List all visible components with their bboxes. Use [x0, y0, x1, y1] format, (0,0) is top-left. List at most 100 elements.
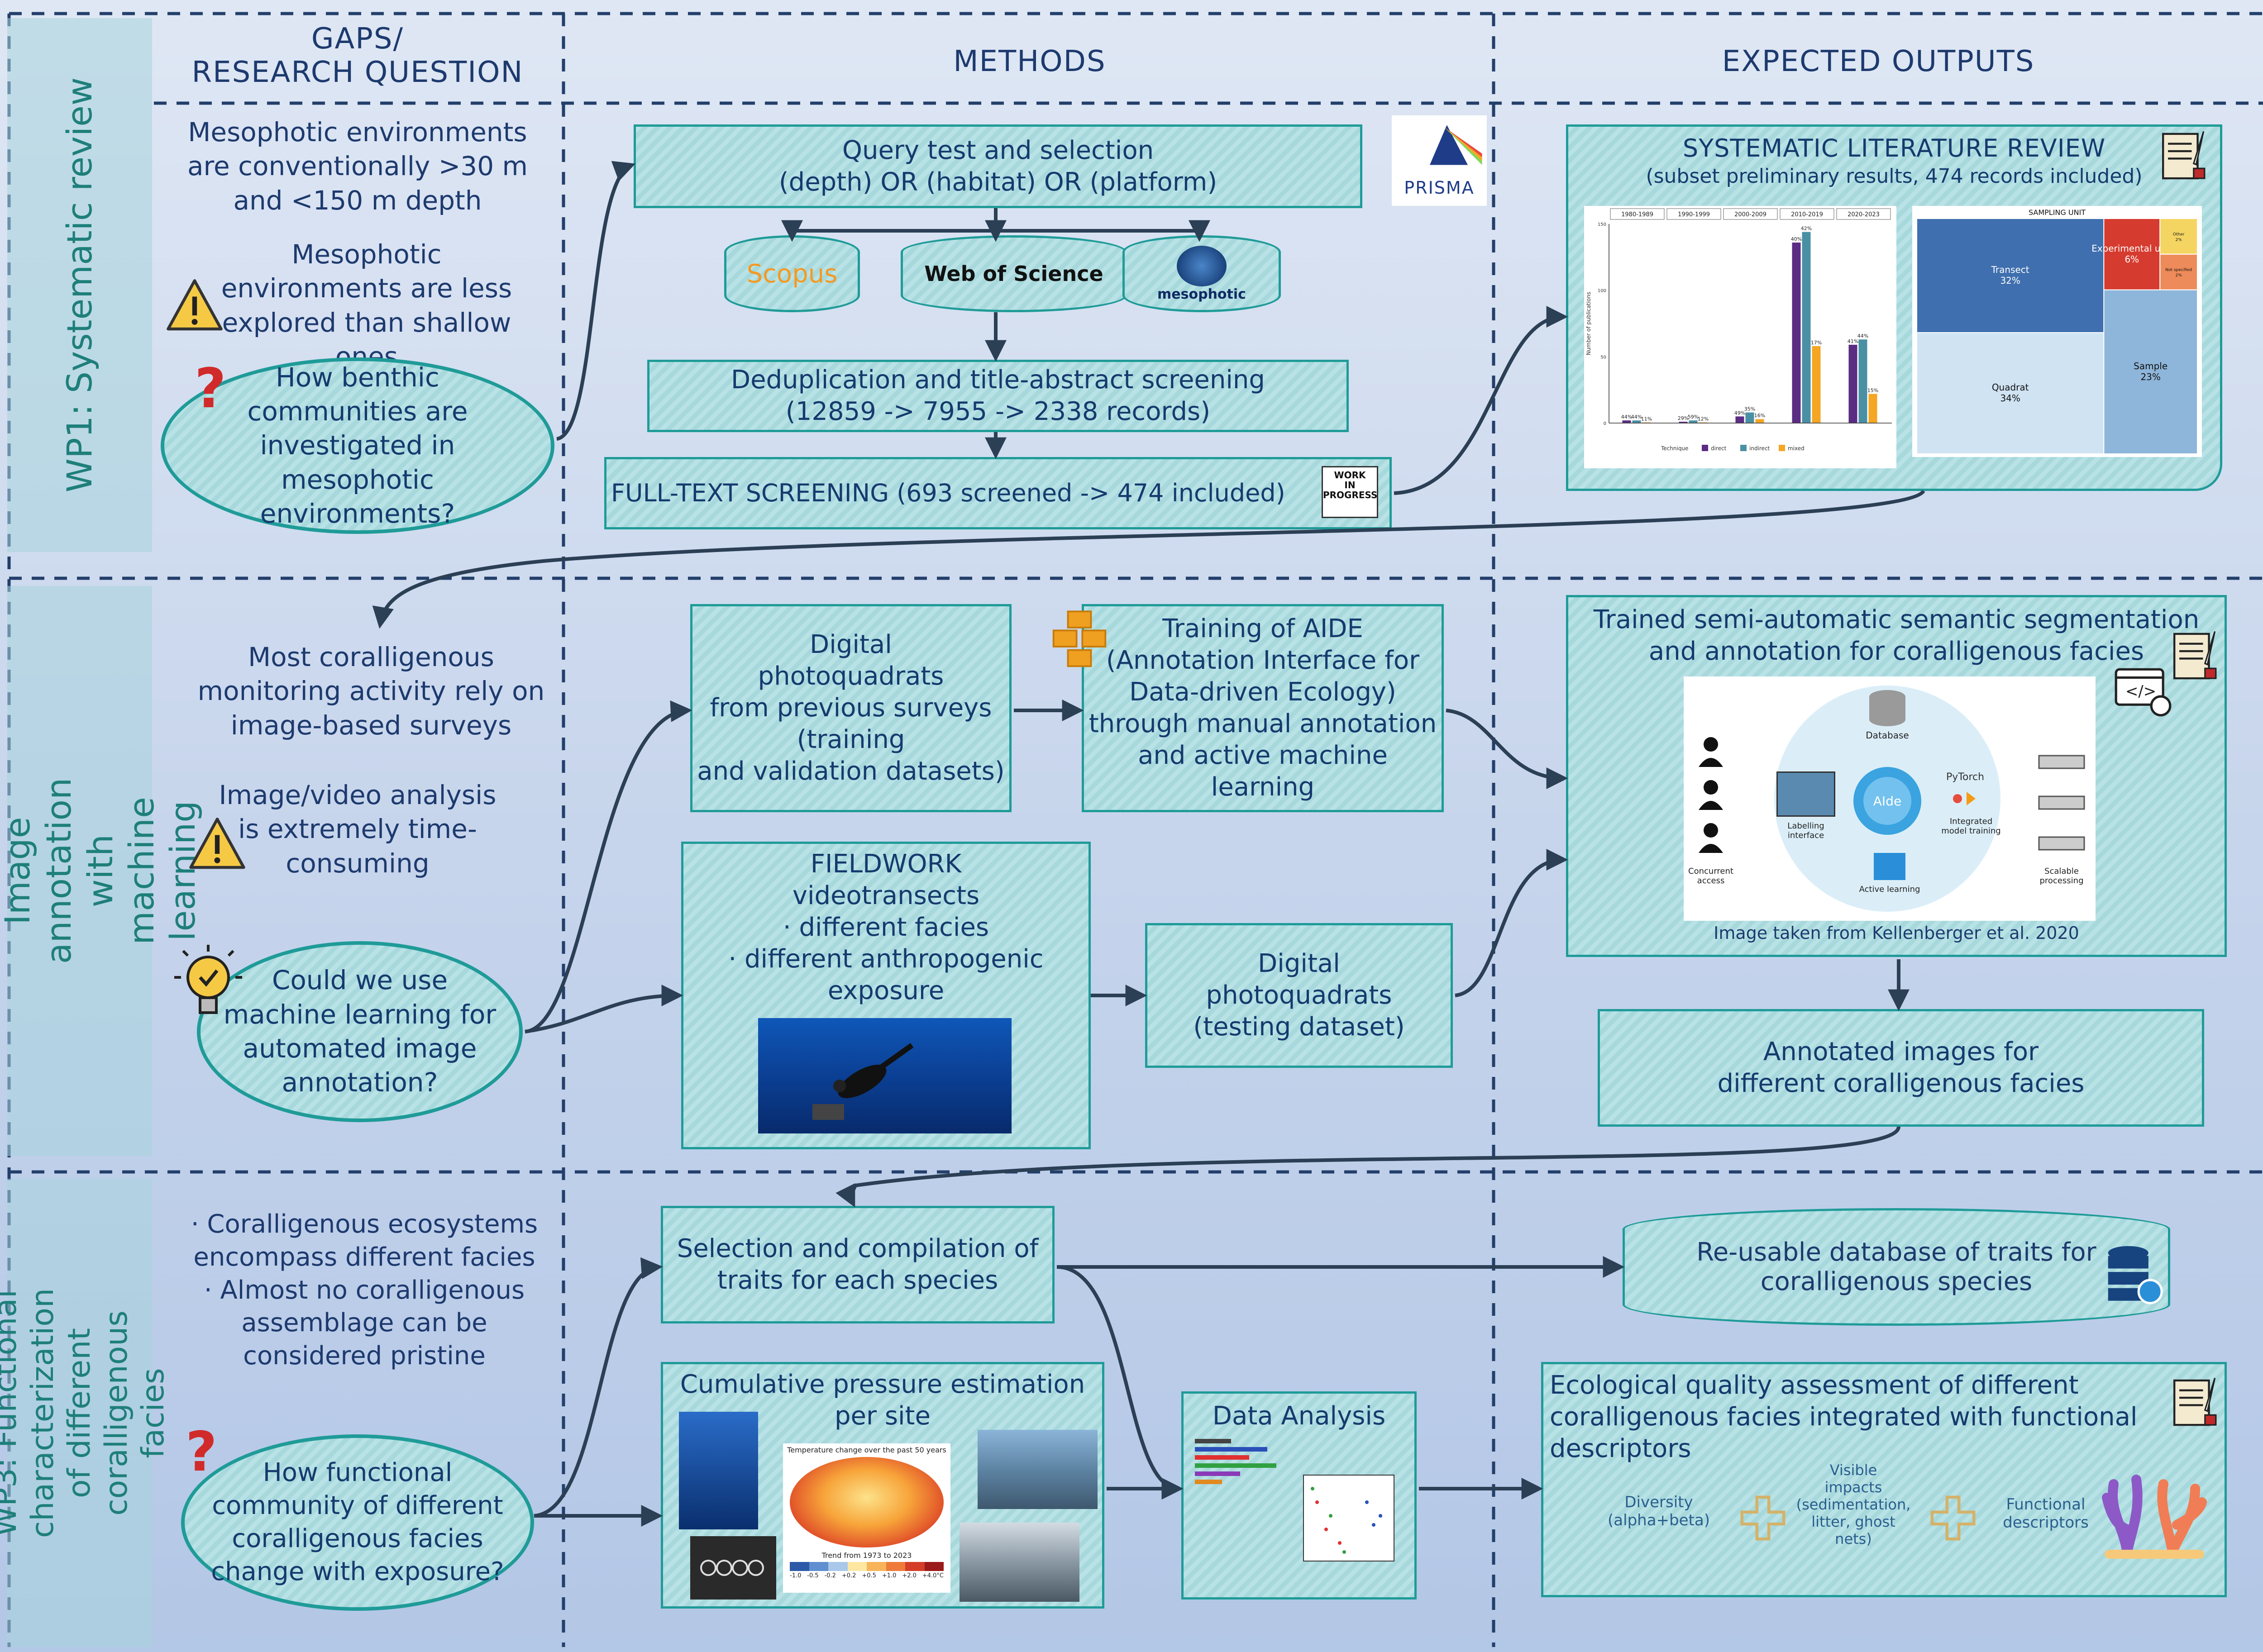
diver-photo: [758, 1018, 1012, 1133]
legend-tick-label: +0.5: [862, 1572, 876, 1579]
y-tick-label: 150: [1598, 222, 1606, 227]
wp1-gap-explored: Mesophotic environments are less explore…: [221, 239, 512, 372]
treemap-tile-value: 2%: [2176, 238, 2182, 242]
port-cranes-photo: [978, 1430, 1098, 1509]
code-settings-icon: </>: [2114, 665, 2172, 719]
sensor-photo: [690, 1536, 776, 1600]
treemap-tile-label: Experimental unit: [2091, 243, 2172, 254]
legend-color-cell: [924, 1562, 944, 1571]
legend-color-cell: [905, 1562, 925, 1571]
scopus-label: Scopus: [746, 259, 838, 289]
bar: [1848, 344, 1857, 423]
work-in-progress-icon: WORK IN PROGRESS: [1322, 466, 1378, 518]
database-icon: [1869, 690, 1905, 726]
question-mark-icon: ?: [195, 357, 226, 420]
wp1-query-box: Query test and selection (depth) OR (hab…: [634, 124, 1362, 208]
panel-label: 2000-2009: [1734, 211, 1766, 218]
warning-icon: [188, 814, 247, 873]
temperature-legend-ticks: -1.0-0.5-0.2+0.2+0.5+1.0+2.0+4.0°C: [790, 1572, 944, 1579]
bar-data-label: 41%: [1848, 338, 1858, 344]
aide-database-label: Database: [1866, 730, 1909, 741]
row-label-wp1-text: WP1: Systematic review: [59, 77, 100, 493]
wp2-gap-image-based: Most coralligenous monitoring activity r…: [197, 642, 545, 741]
treemap-tile: [1916, 218, 2105, 333]
wp2-testing-box: Digital photoquadrats (testing dataset): [1145, 923, 1453, 1068]
bar: [1802, 232, 1811, 423]
aide-pytorch-label: PyTorch: [1946, 771, 1985, 783]
wp3-analysis-text: Data Analysis: [1212, 1401, 1386, 1431]
ml-frameworks-icon: [1951, 787, 1978, 810]
svg-text:</>: </>: [2125, 682, 2156, 700]
legend-color-cell: [886, 1562, 905, 1571]
eqa-functional: Functional descriptors: [2003, 1495, 2089, 1532]
document-quill-icon: [2170, 1376, 2220, 1430]
legend-color-cell: [847, 1562, 867, 1571]
wp1-output-subtitle: (subset preliminary results, 474 records…: [1646, 164, 2143, 188]
wp2-gap-time-consuming: Image/video analysis is extremely time-c…: [219, 780, 497, 879]
aide-concurrent-label: Concurrent access: [1688, 866, 1733, 886]
treemap-tile-label: Other: [2173, 232, 2185, 237]
legend-tick-label: -1.0: [790, 1572, 802, 1579]
treemap-title: SAMPLING UNIT: [2029, 208, 2086, 217]
temperature-map-title: Temperature change over the past 50 year…: [787, 1446, 946, 1454]
treemap-tile: [2159, 253, 2198, 290]
wp1-dedup-box: Deduplication and title-abstract screeni…: [647, 360, 1349, 432]
bar-data-label: 44%: [1631, 414, 1642, 420]
treemap-tile-value: 6%: [2125, 254, 2139, 265]
active-learning-icon: [1874, 853, 1905, 880]
bar-data-label: 59%: [1688, 414, 1699, 420]
document-quill-icon: [2170, 629, 2220, 683]
legend-swatch: [1702, 445, 1708, 451]
row-label-wp3-text: WP3: Functional characterization of diff…: [0, 1288, 172, 1538]
bar-data-label: 15%: [1867, 387, 1878, 393]
wp2-output-text: Trained semi-automatic semantic segmenta…: [1593, 605, 2200, 666]
bar-data-label: 17%: [1811, 340, 1822, 346]
row-label-wp2: WP2: Image annotation with machine learn…: [0, 586, 203, 1156]
treemap-tile: [2103, 289, 2198, 455]
aws-stack-icon: [1050, 609, 1109, 672]
y-tick-label: 50: [1600, 355, 1606, 360]
wp2-question-ellipse: Could we use machine learning for automa…: [197, 941, 523, 1122]
coral-icon: [2100, 1457, 2209, 1561]
wp1-output-title: SYSTEMATIC LITERATURE REVIEW: [1682, 134, 2106, 162]
bar: [1868, 394, 1877, 423]
diver-photo-small: [679, 1412, 758, 1529]
column-header-outputs: EXPECTED OUTPUTS: [1722, 45, 2035, 78]
question-mark-icon: ?: [186, 1421, 217, 1484]
wp2-photoquadrats-box: Digital photoquadrats from previous surv…: [690, 604, 1012, 812]
bar: [1755, 419, 1764, 423]
aide-integrated-label: Integrated model training: [1941, 817, 2001, 836]
bar-data-label: 29%: [1678, 415, 1689, 421]
treemap-tile-label: Transect: [1991, 264, 2029, 275]
db-scopus: Scopus: [724, 235, 860, 312]
eqa-diversity: Diversity (alpha+beta): [1608, 1493, 1710, 1529]
lightbulb-icon: [174, 943, 242, 1025]
wp1-question-ellipse: How benthic communities are investigated…: [161, 357, 554, 534]
db-web-of-science: Web of Science: [901, 235, 1127, 312]
row-label-wp1: WP1: Systematic review: [7, 18, 152, 552]
db-mesophotic: mesophotic: [1122, 235, 1281, 312]
legend-title: Technique: [1661, 445, 1688, 452]
wp2-annotated-output-box: Annotated images for different corallige…: [1598, 1009, 2204, 1127]
legend-tick-label: +4.0°C: [922, 1572, 944, 1579]
legend-tick-label: +0.2: [841, 1572, 856, 1579]
treemap-tile-label: Not specified: [2165, 268, 2192, 272]
treemap-tile-value: 34%: [2000, 393, 2020, 404]
panel-strip: [1723, 208, 1778, 220]
panel-strip: [1610, 208, 1665, 220]
column-header-methods: METHODS: [953, 45, 1106, 78]
wp2-question-text: Could we use machine learning for automa…: [223, 965, 497, 1098]
prisma-label: PRISMA: [1404, 178, 1475, 198]
y-tick-label: 100: [1598, 289, 1606, 294]
labelling-interface-icon: [1776, 771, 1835, 817]
bar-data-label: 40%: [1791, 236, 1802, 242]
prisma-logo: PRISMA: [1392, 115, 1487, 206]
treemap-tile-value: 23%: [2140, 371, 2160, 382]
legend-color-cell: [828, 1562, 848, 1571]
y-tick-label: 0: [1604, 421, 1606, 426]
bar: [1622, 420, 1631, 423]
bar-data-label: 16%: [1754, 413, 1765, 419]
aide-labelling-label: Labelling interface: [1787, 821, 1824, 840]
